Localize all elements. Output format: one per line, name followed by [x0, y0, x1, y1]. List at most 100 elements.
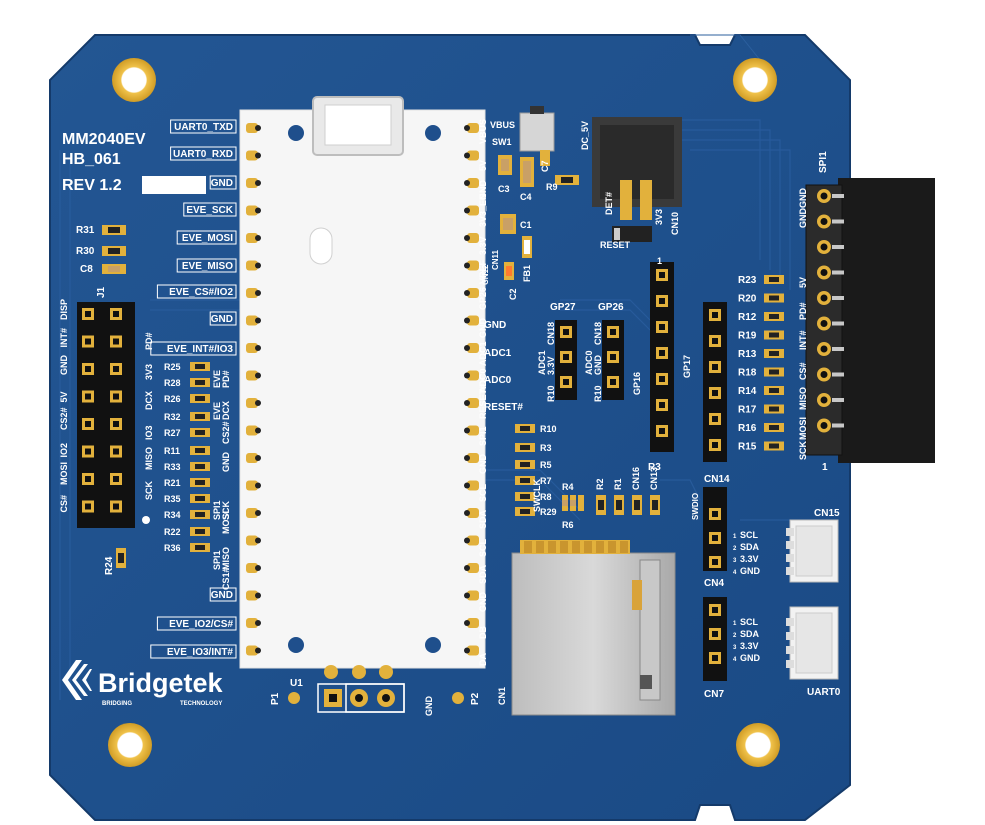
j1-left-label: 5V: [59, 391, 69, 402]
module-pin: [467, 563, 479, 573]
module-pin: [467, 590, 479, 601]
middle-label: PD#: [221, 370, 231, 388]
sw1-switch: [519, 112, 555, 152]
left-pin-label: EVE_SCK: [186, 205, 233, 216]
middle-label: SPI1: [212, 500, 222, 520]
label-r24: R24: [104, 556, 115, 575]
right-pin-label: GND: [478, 318, 488, 339]
right-pin-label: SCL: [478, 538, 488, 557]
label-c3: C3: [498, 184, 510, 194]
right-pin-label: VBUS: [478, 119, 488, 144]
cn15-label: MISO: [798, 387, 808, 410]
j1-right-label: SCK: [144, 480, 154, 500]
middle-resistor-label: R8: [540, 492, 552, 502]
right-pin-label: RESET#: [478, 384, 488, 419]
j1-resistor-label: R26: [164, 394, 181, 404]
module-pin: [467, 315, 479, 326]
j1-resistor-label: R28: [164, 378, 181, 388]
label-cn7: UART0: [807, 687, 841, 698]
right-pin-label: GP26: [478, 287, 488, 310]
module-pin: [246, 123, 258, 133]
j1-resistor-label: R33: [164, 462, 181, 472]
j1-right-label: MISO: [144, 447, 154, 470]
label-cn13: CN4: [704, 578, 724, 589]
module-pin: [467, 453, 479, 463]
right-pin-label: 5V: [478, 160, 488, 171]
module-pin: [467, 288, 479, 298]
j1-resistor-label: R32: [164, 412, 181, 422]
right-pin-label: ADC1: [478, 341, 488, 366]
module-pin: [467, 233, 479, 243]
right-pin-label: ADC1: [484, 348, 512, 359]
cn15-resistor-label: R20: [738, 294, 757, 305]
module-pin: [246, 343, 258, 353]
i2c-pin-number: 4: [733, 657, 737, 663]
cn15-label: INT#: [798, 330, 808, 350]
label-c1: C1: [520, 220, 532, 230]
right-pin-label: SDA: [478, 564, 488, 584]
label-sw1: SW1: [492, 137, 512, 147]
logo-tagline-left: BRIDGING: [102, 701, 132, 707]
middle-label: CS2#: [221, 421, 231, 444]
j1-right-label: DCX: [144, 391, 154, 410]
label-c2: C2: [508, 288, 518, 300]
i2c-pin-number: 1: [733, 621, 737, 627]
right-pin-label: ADC0: [484, 375, 512, 386]
i2c-label: GND: [740, 566, 761, 576]
label-cn12: GP27: [550, 302, 576, 313]
middle-label: EVE: [212, 402, 222, 420]
module-pin: [467, 425, 479, 436]
middle-resistor-label: R7: [540, 476, 552, 486]
middle-label: GND: [221, 452, 231, 473]
module-pin: [246, 563, 258, 573]
left-pin-label: GND: [211, 314, 233, 325]
label-swd-gnd: GND: [424, 696, 434, 717]
mounting-holes: [108, 58, 780, 767]
label-d1: RESET: [600, 240, 631, 250]
j1-resistor-label: R27: [164, 428, 181, 438]
cn-uart0-header: [703, 302, 727, 462]
label-r31: R31: [76, 225, 95, 236]
label-adc1: 3.3V: [546, 356, 556, 375]
module-pin: [467, 343, 479, 353]
label-c6: R4: [562, 482, 574, 492]
label-adc0: GND: [593, 355, 603, 376]
j1-resistor-label: R25: [164, 362, 181, 372]
cn15-label: GND: [798, 188, 808, 209]
module-pin: [246, 315, 258, 326]
cn15-resistor-label: R17: [738, 405, 757, 416]
label-uart0: GP17: [682, 355, 692, 378]
label-p2: P2: [470, 692, 481, 705]
logo-tagline-right: TECHNOLOGY: [180, 701, 222, 707]
middle-label: SCK: [221, 500, 231, 520]
right-pin-label: GND: [484, 320, 506, 331]
module-pin: [467, 260, 479, 271]
cn15-pins: [817, 189, 844, 433]
right-pin-label: GND: [478, 454, 488, 475]
cn15-resistor-label: R19: [738, 331, 757, 342]
module-pin: [467, 618, 479, 628]
j1-right-label: 3V3: [144, 364, 154, 380]
middle-resistor-label: R29: [540, 507, 557, 517]
j1-resistor-label: R21: [164, 478, 181, 488]
right-pin-label: 3.3V: [478, 236, 488, 255]
label-cn12-gnd: R10: [546, 385, 556, 402]
left-pin-label: EVE_CS#/IO2: [169, 287, 233, 298]
module-pin: [246, 178, 258, 188]
right-pin-label: DA: [478, 653, 488, 666]
label-r30: R30: [76, 246, 95, 257]
j1-left-label: CS#: [59, 495, 69, 513]
i2c-pin-number: 3: [733, 645, 737, 651]
right-pin-label: 3V3_EN: [478, 193, 488, 227]
left-pin-label: EVE_INT#/IO3: [167, 344, 234, 355]
module-pin: [246, 645, 258, 656]
right-pin-label: SPI1: [478, 426, 488, 446]
j1-left-label: DISP: [59, 299, 69, 320]
middle-resistor-label: R3: [540, 443, 552, 453]
svg-text:1: 1: [657, 256, 662, 266]
label-cn11-33: CN18: [593, 322, 603, 345]
i2c-pin-number: 4: [733, 570, 737, 576]
right-pin-label: GND: [478, 180, 488, 201]
module-pin: [246, 453, 258, 463]
